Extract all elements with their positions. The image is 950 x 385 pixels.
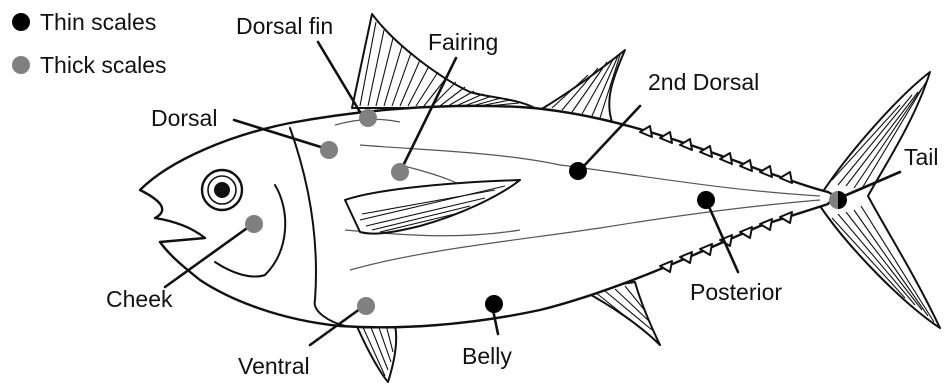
ventral-fin-shape <box>355 322 396 382</box>
label-dorsal-fin: Dorsal fin <box>236 13 333 39</box>
point-second-dorsal <box>569 162 587 180</box>
label-fairing: Fairing <box>428 29 498 55</box>
label-dorsal: Dorsal <box>151 105 217 131</box>
point-belly <box>485 295 503 313</box>
label-cheek: Cheek <box>106 286 173 312</box>
legend-thick-marker <box>12 56 30 74</box>
point-tail <box>829 191 847 209</box>
label-second-dorsal: 2nd Dorsal <box>648 69 759 95</box>
eye <box>202 170 242 210</box>
point-dorsal <box>320 141 338 159</box>
label-posterior: Posterior <box>690 279 782 305</box>
legend-thick-label: Thick scales <box>40 52 167 78</box>
point-cheek <box>245 215 263 233</box>
point-fairing <box>391 163 409 181</box>
label-belly: Belly <box>462 343 512 369</box>
label-tail: Tail <box>904 144 939 170</box>
point-ventral <box>357 297 375 315</box>
legend-thin-marker <box>12 13 30 31</box>
legend: Thin scales Thick scales <box>12 9 167 78</box>
point-dorsal-fin <box>359 109 377 127</box>
label-ventral: Ventral <box>238 353 310 379</box>
point-posterior <box>697 191 715 209</box>
legend-thin-label: Thin scales <box>40 9 156 35</box>
